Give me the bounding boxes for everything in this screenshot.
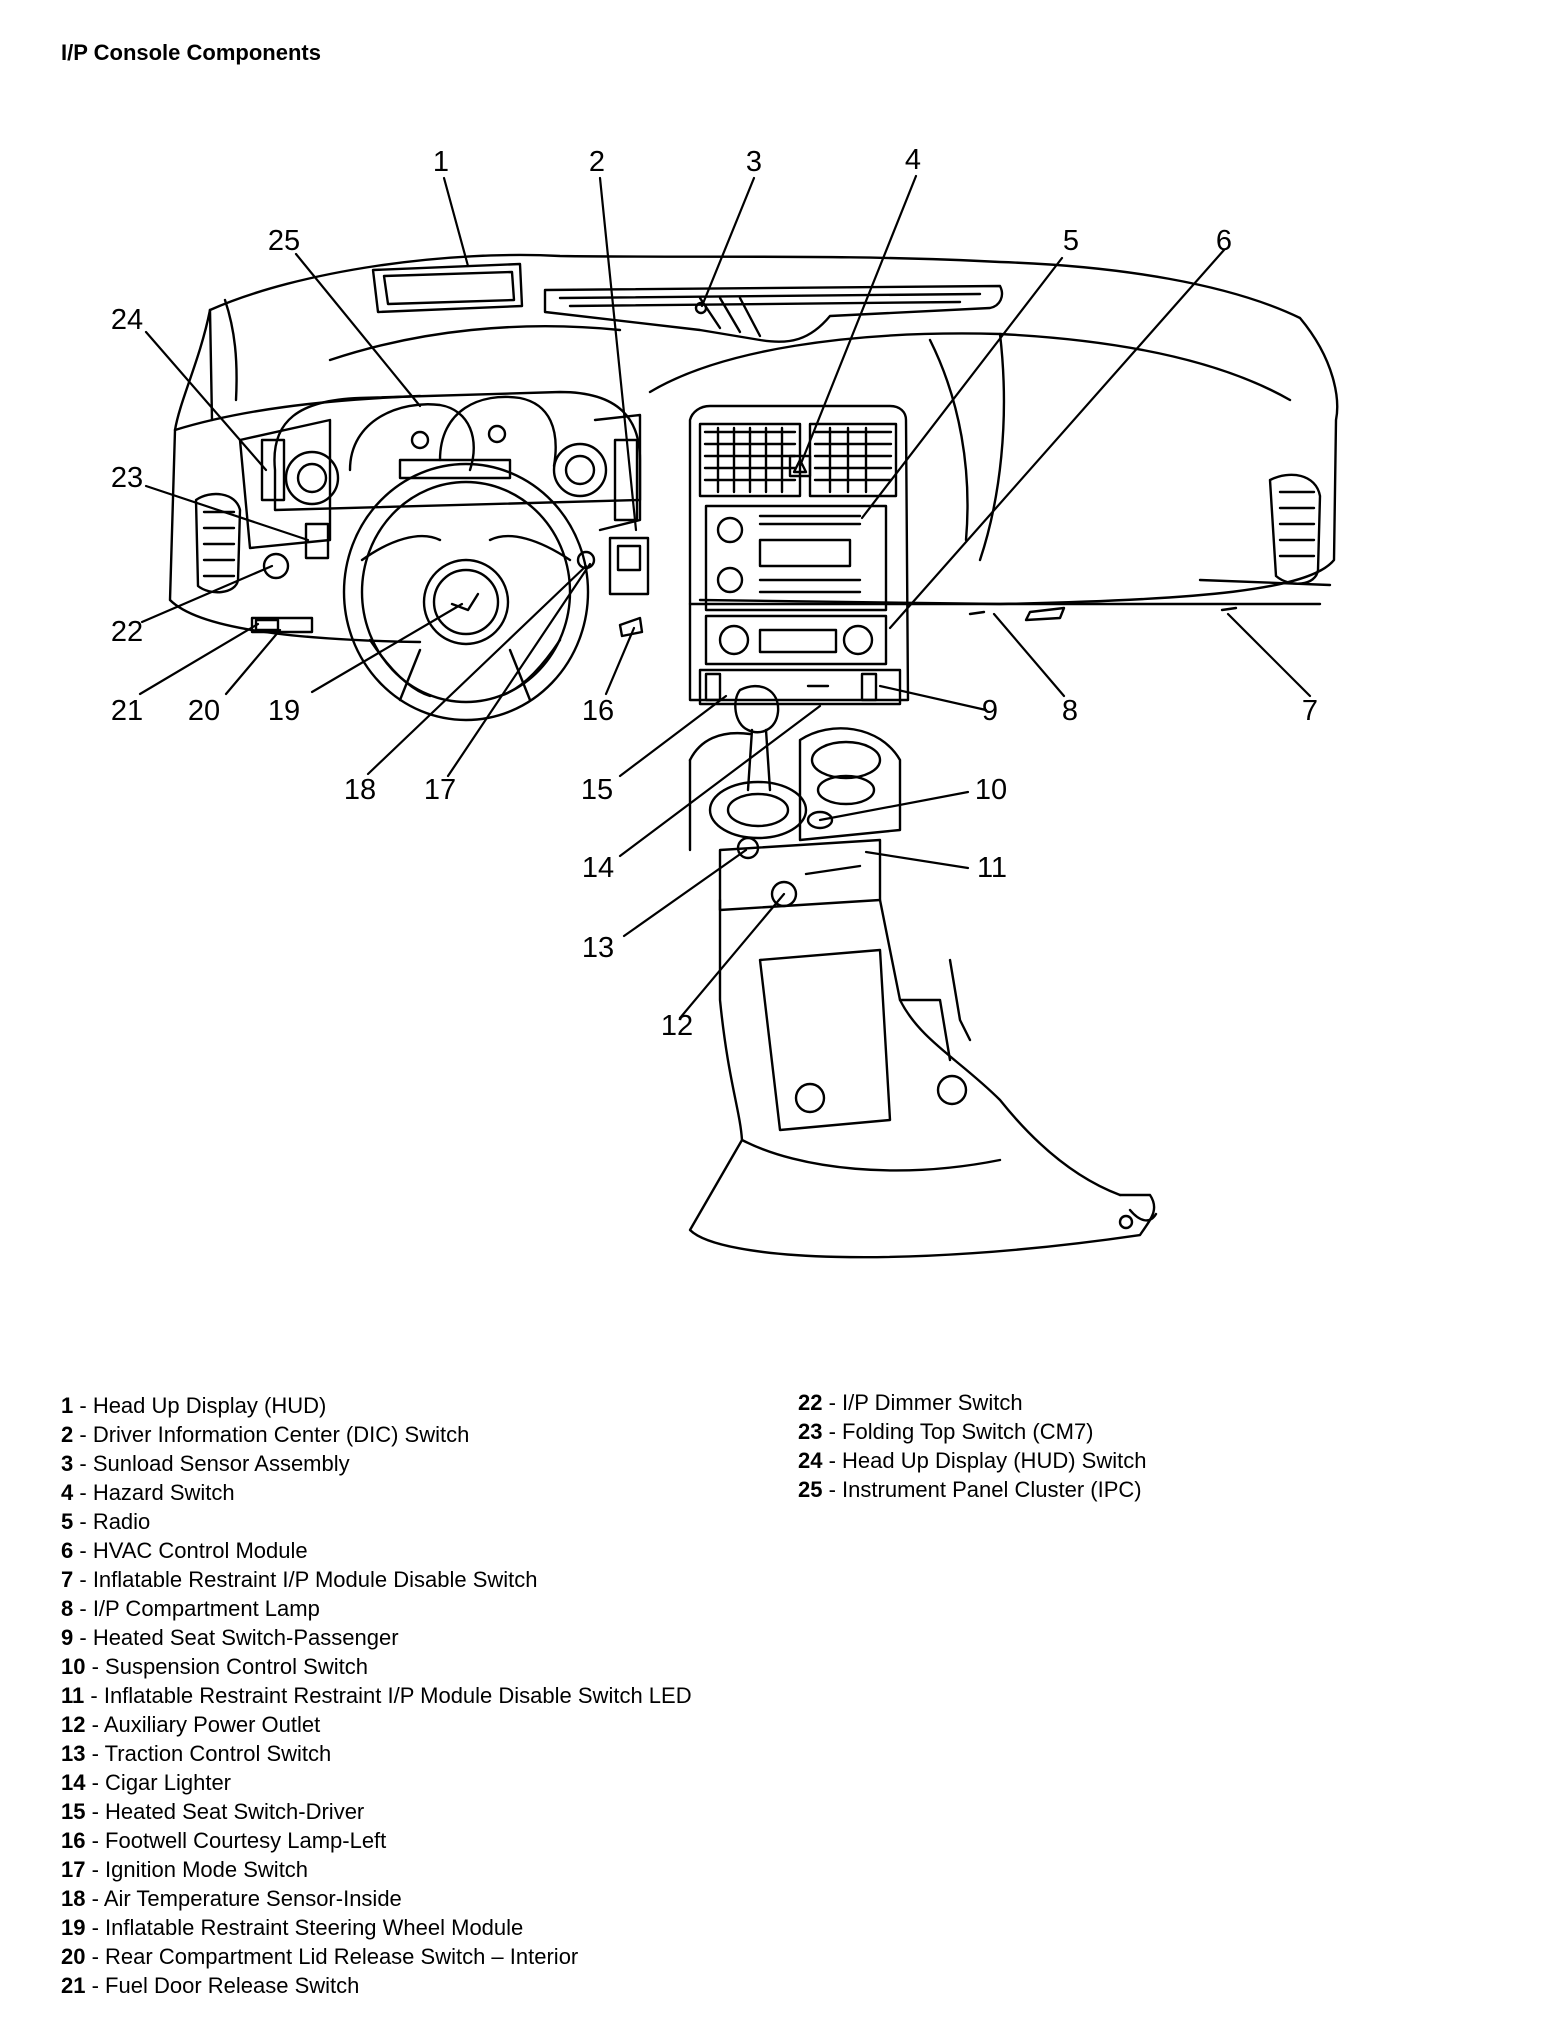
callout-3: 3	[746, 146, 762, 178]
callout-19: 19	[268, 695, 300, 727]
legend-item: 1 - Head Up Display (HUD)	[61, 1393, 327, 1418]
cupholder	[798, 727, 902, 842]
left-lower-switches	[250, 616, 314, 634]
legend-item: 10 - Suspension Control Switch	[61, 1654, 368, 1679]
callout-16: 16	[582, 695, 614, 727]
radio-unit	[704, 504, 888, 612]
legend-item: 2 - Driver Information Center (DIC) Swit…	[61, 1422, 470, 1447]
legend-item: 16 - Footwell Courtesy Lamp-Left	[61, 1828, 387, 1853]
callout-9: 9	[982, 695, 998, 727]
center-stack	[688, 404, 910, 702]
shifter	[688, 685, 808, 852]
callout-4: 4	[905, 144, 921, 176]
callout-7: 7	[1302, 695, 1318, 727]
legend-column-1: 1 - Head Up Display (HUD) 2 - Driver Inf…	[61, 1391, 692, 2000]
callout-15: 15	[581, 774, 613, 806]
page-title: I/P Console Components	[61, 40, 321, 65]
legend-item: 25 - Instrument Panel Cluster (IPC)	[798, 1477, 1142, 1502]
hud-window	[371, 262, 524, 314]
leader-lines	[138, 174, 1312, 1020]
gauge-cluster	[273, 390, 642, 532]
legend-item: 6 - HVAC Control Module	[61, 1538, 308, 1563]
dashboard-illustration: 1 2 3 4 5 6 7 8 9 10 11 12 13 14 15 16 1…	[111, 144, 1339, 1259]
legend-item: 14 - Cigar Lighter	[61, 1770, 231, 1795]
legend-item: 9 - Heated Seat Switch-Passenger	[61, 1625, 399, 1650]
legend-item: 8 - I/P Compartment Lamp	[61, 1596, 320, 1621]
callout-8: 8	[1062, 695, 1078, 727]
callout-11: 11	[977, 852, 1007, 884]
callout-24: 24	[111, 304, 143, 336]
legend-item: 11 - Inflatable Restraint Restraint I/P …	[61, 1683, 692, 1708]
callout-20: 20	[188, 695, 220, 727]
dash-outline	[168, 253, 1339, 644]
callout-10: 10	[975, 774, 1007, 806]
callout-12: 12	[661, 1010, 693, 1042]
callout-2: 2	[589, 146, 605, 178]
legend-item: 13 - Traction Control Switch	[61, 1741, 332, 1766]
callout-13: 13	[582, 932, 614, 964]
legend-item: 21 - Fuel Door Release Switch	[61, 1973, 360, 1998]
legend-item: 23 - Folding Top Switch (CM7)	[798, 1419, 1094, 1444]
callout-labels: 1 2 3 4 5 6 7 8 9 10 11 12 13 14 15 16 1…	[111, 144, 1318, 1042]
legend-item: 12 - Auxiliary Power Outlet	[61, 1712, 321, 1737]
legend-item: 7 - Inflatable Restraint I/P Module Disa…	[61, 1567, 538, 1592]
callout-1: 1	[433, 146, 449, 178]
legend-column-2: 22 - I/P Dimmer Switch 23 - Folding Top …	[798, 1388, 1146, 1504]
callout-25: 25	[268, 225, 300, 257]
hvac-unit	[704, 614, 888, 666]
legend-item: 22 - I/P Dimmer Switch	[798, 1390, 1023, 1415]
defrost-grille	[543, 284, 1004, 343]
callout-14: 14	[582, 852, 614, 884]
callout-18: 18	[344, 774, 376, 806]
legend-item: 4 - Hazard Switch	[61, 1480, 235, 1505]
console-switch-plate	[698, 668, 902, 706]
callout-17: 17	[424, 774, 456, 806]
legend-item: 18 - Air Temperature Sensor-Inside	[61, 1886, 402, 1911]
legend-item: 3 - Sunload Sensor Assembly	[61, 1451, 350, 1476]
legend-item: 15 - Heated Seat Switch-Driver	[61, 1799, 365, 1824]
center-console	[688, 898, 1158, 1259]
left-switch-pod	[238, 418, 332, 580]
right-vent	[1268, 473, 1322, 585]
callout-5: 5	[1063, 225, 1079, 257]
callout-22: 22	[111, 616, 143, 648]
legend-item: 24 - Head Up Display (HUD) Switch	[798, 1448, 1147, 1473]
legend-item: 19 - Inflatable Restraint Steering Wheel…	[61, 1915, 524, 1940]
legend-item: 17 - Ignition Mode Switch	[61, 1857, 309, 1882]
legend-item: 5 - Radio	[61, 1509, 151, 1534]
ip-compartment-details	[968, 606, 1238, 622]
callout-21: 21	[111, 695, 143, 727]
left-vent	[194, 492, 242, 594]
console-control-cluster	[718, 836, 882, 912]
callout-23: 23	[111, 462, 143, 494]
legend-item: 20 - Rear Compartment Lid Release Switch…	[61, 1944, 579, 1969]
callout-6: 6	[1216, 225, 1232, 257]
